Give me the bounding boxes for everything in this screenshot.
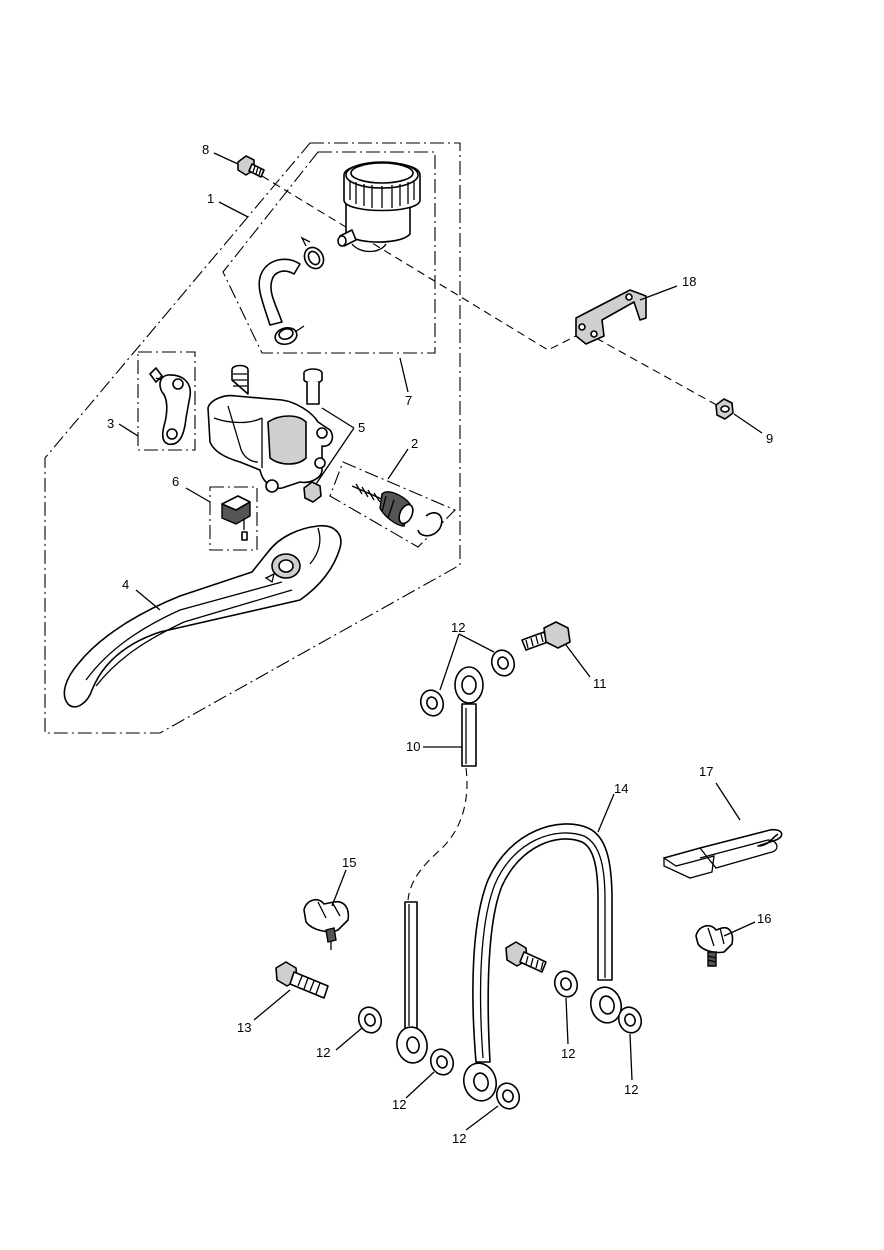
leader-lines [118,152,763,1131]
callout-6: 6 [172,474,179,489]
pivot-nut-5 [303,481,322,503]
washer-12-lower-3 [495,1082,521,1110]
hose-joint-line [407,767,468,901]
callout-10: 10 [406,739,420,754]
brake-switch-6 [221,495,251,541]
callout-12-upper: 12 [451,620,465,635]
callout-17: 17 [699,764,713,779]
hose-clip-upper [300,236,325,270]
callout-8: 8 [202,142,209,157]
bracket-to-nut-line [595,337,723,409]
callout-16: 16 [757,911,771,926]
callout-9: 9 [766,431,773,446]
washer-12-lower-4 [553,970,579,998]
banjo-bolt-13 [275,961,329,999]
hose-clip-lower [274,325,305,346]
washer-12-lower-5 [617,1006,643,1034]
pivot-bolt-5 [303,368,323,405]
callout-11: 11 [593,676,607,691]
reservoir-hose [258,258,301,326]
callout-4: 4 [122,577,129,592]
brake-hose-14 [462,823,623,1102]
callout-15: 15 [342,855,356,870]
callout-12-d: 12 [561,1046,575,1061]
washer-12-upper-right [490,649,516,677]
callout-3: 3 [107,416,114,431]
banjo-bolt-lower [505,941,547,973]
piston-kit-outline [329,461,456,548]
fluid-reservoir [337,161,421,253]
callout-18: 18 [682,274,696,289]
brake-lever-4 [63,524,342,708]
clamp-kit-outline [137,351,196,451]
switch-kit-outline [209,486,258,551]
reservoir-bolt-8 [237,155,265,178]
callout-2: 2 [411,436,418,451]
callout-12-a: 12 [316,1045,330,1060]
lower-brake-hose [396,901,428,1064]
washer-12-lower-1 [357,1006,383,1034]
callout-14: 14 [614,781,628,796]
hose-clip-16 [695,924,734,967]
wire-guide-17 [663,828,783,879]
callout-13: 13 [237,1020,251,1035]
reservoir-bracket-18 [575,289,647,345]
banjo-bolt-11 [521,621,571,651]
hose-clip-15 [303,898,350,950]
washer-12-upper-left [419,689,445,717]
master-cylinder-assembly-outline [44,142,461,734]
reservoir-kit-outline [222,151,436,354]
callout-labels: 8 1 2 3 4 5 6 7 9 10 11 12 12 12 12 12 1… [107,142,773,1146]
piston-kit-2 [351,483,443,537]
nut-9 [715,398,734,420]
master-cylinder-body [207,364,334,493]
callout-7: 7 [405,393,412,408]
callout-5: 5 [358,420,365,435]
callout-1: 1 [207,191,214,206]
handlebar-clamp-3 [149,367,192,446]
callout-12-c: 12 [452,1131,466,1146]
callout-12-e: 12 [624,1082,638,1097]
callout-12-b: 12 [392,1097,406,1112]
washer-12-lower-2 [429,1048,455,1076]
brake-hose-10 [454,666,484,767]
